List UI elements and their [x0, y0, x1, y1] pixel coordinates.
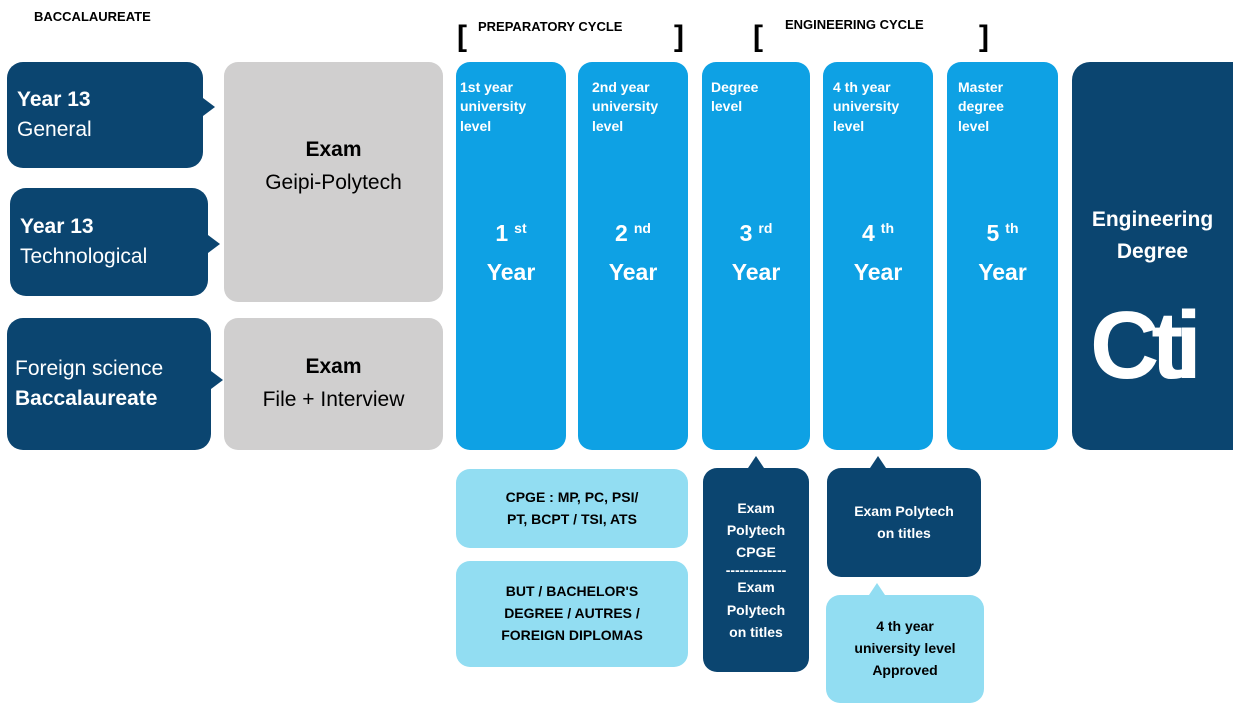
year-suffix: th — [1005, 220, 1019, 236]
level-label: 4 th year university level — [833, 78, 899, 136]
but-line: FOREIGN DIPLOMAS — [501, 626, 643, 643]
level-line: Degree — [711, 79, 759, 95]
arrow-up-icon — [748, 456, 764, 468]
level-line: degree — [958, 98, 1004, 115]
arrow-right-icon — [208, 235, 220, 253]
exam3-line: Polytech — [726, 521, 786, 538]
exam-3rd-year-box: Exam Polytech CPGE ------------- Exam Po… — [703, 468, 809, 672]
cpge-box: CPGE : MP, PC, PSI/ PT, BCPT / TSI, ATS — [456, 469, 688, 548]
year-number: 3 — [739, 220, 753, 246]
year-ordinal: 2 nd — [578, 220, 688, 247]
entry-title: Year 13 — [17, 87, 91, 111]
level-line: 2nd year — [592, 79, 650, 95]
eng-bracket-close: ] — [979, 20, 989, 53]
engineering-degree-box: Engineering Degree Cti — [1072, 62, 1233, 450]
year-column-1: 1st year university level 1 st Year — [456, 62, 566, 450]
year-ordinal: 4 th — [823, 220, 933, 247]
arrow-up-icon — [869, 583, 885, 595]
year-label: Year — [978, 259, 1027, 285]
year-column-5: Master degree level 5 th Year — [947, 62, 1058, 450]
degree-title: Engineering Degree — [1072, 204, 1233, 267]
degree-line: Engineering — [1091, 208, 1214, 231]
year-suffix: rd — [758, 220, 773, 236]
arrow-right-icon — [211, 371, 223, 389]
exam3-line: Exam — [737, 579, 775, 596]
level-label: 2nd year university level — [592, 78, 658, 136]
exam-sub: Geipi-Polytech — [265, 171, 402, 194]
exam-sub: File + Interview — [262, 388, 405, 411]
year-suffix: nd — [633, 220, 651, 236]
cti-logo: Cti — [1090, 292, 1202, 399]
exam3-line: Polytech — [726, 601, 786, 618]
approved-line: Approved — [872, 661, 938, 678]
but-line: DEGREE / AUTRES / — [504, 605, 640, 622]
exam3-line: Exam — [737, 499, 775, 516]
year-ordinal: 3 rd — [702, 220, 810, 247]
but-line: BUT / BACHELOR'S — [505, 583, 639, 600]
year-suffix: th — [880, 220, 894, 236]
year-label: Year — [486, 259, 536, 285]
exam-4th-year-box: Exam Polytech on titles — [827, 468, 981, 577]
arrow-up-icon — [870, 456, 886, 468]
level-line: level — [592, 117, 624, 134]
entry-year13-general: Year 13 General — [7, 62, 203, 168]
approved-line: 4 th year — [876, 618, 934, 635]
year-label: Year — [608, 259, 658, 285]
level-line: level — [833, 117, 865, 134]
year-number: 1 — [495, 220, 509, 246]
exam3-divider: ------------- — [725, 561, 787, 578]
level-line: 1st year — [460, 79, 513, 95]
level-line: level — [958, 117, 990, 134]
level-line: level — [460, 117, 492, 134]
entry-sub: Technological — [20, 245, 148, 268]
entry-sub: General — [17, 118, 92, 141]
year-column-2: 2nd year university level 2 nd Year — [578, 62, 688, 450]
baccalaureate-header: BACCALAUREATE — [34, 9, 151, 24]
cpge-line: PT, BCPT / TSI, ATS — [507, 510, 637, 527]
level-label: Degree level — [711, 78, 758, 117]
year-ordinal: 5 th — [947, 220, 1058, 247]
arrow-right-icon — [203, 98, 215, 116]
year-number: 5 — [986, 220, 1000, 246]
engineering-cycle-header: ENGINEERING CYCLE — [785, 17, 924, 32]
entry-title: Year 13 — [20, 214, 94, 238]
exam-geipi-polytech: Exam Geipi-Polytech — [224, 62, 443, 302]
exam-file-interview: Exam File + Interview — [224, 318, 443, 450]
but-bachelor-box: BUT / BACHELOR'S DEGREE / AUTRES / FOREI… — [456, 561, 688, 667]
level-line: university — [833, 98, 900, 115]
level-line: 4 th year — [833, 79, 891, 95]
entry-year13-technological: Year 13 Technological — [10, 188, 208, 296]
exam3-line: CPGE — [736, 544, 776, 561]
entry-foreign-bac: Foreign science Baccalaureate — [7, 318, 211, 450]
year-suffix: st — [514, 220, 527, 236]
entry-sub: Baccalaureate — [15, 387, 158, 410]
level-line: Master — [958, 79, 1004, 95]
preparatory-cycle-header: PREPARATORY CYCLE — [478, 19, 623, 34]
exam-title: Exam — [305, 355, 362, 379]
year-number: 2 — [615, 220, 628, 246]
level-line: university — [592, 98, 659, 115]
approved-line: university level — [854, 640, 956, 657]
exam3-line: on titles — [729, 624, 783, 641]
level-label: Master degree level — [958, 78, 1004, 136]
entry-title: Foreign science — [15, 356, 164, 380]
level-line: university — [460, 98, 527, 115]
approved-box: 4 th year university level Approved — [826, 595, 984, 703]
year-column-3: Degree level 3 rd Year — [702, 62, 810, 450]
degree-line: Degree — [1116, 239, 1189, 263]
prep-bracket-open: [ — [457, 20, 467, 53]
year-label: Year — [853, 259, 903, 285]
eng-bracket-open: [ — [753, 20, 763, 53]
year-column-4: 4 th year university level 4 th Year — [823, 62, 933, 450]
year-number: 4 — [861, 220, 875, 246]
prep-bracket-close: ] — [674, 20, 684, 53]
level-label: 1st year university level — [460, 78, 526, 136]
exam4-line: on titles — [877, 524, 931, 541]
level-line: level — [711, 98, 743, 115]
year-label: Year — [731, 259, 781, 285]
exam4-line: Exam Polytech — [854, 502, 954, 519]
cpge-line: CPGE : MP, PC, PSI/ — [505, 488, 639, 505]
exam-title: Exam — [305, 138, 362, 162]
year-ordinal: 1 st — [456, 220, 566, 247]
